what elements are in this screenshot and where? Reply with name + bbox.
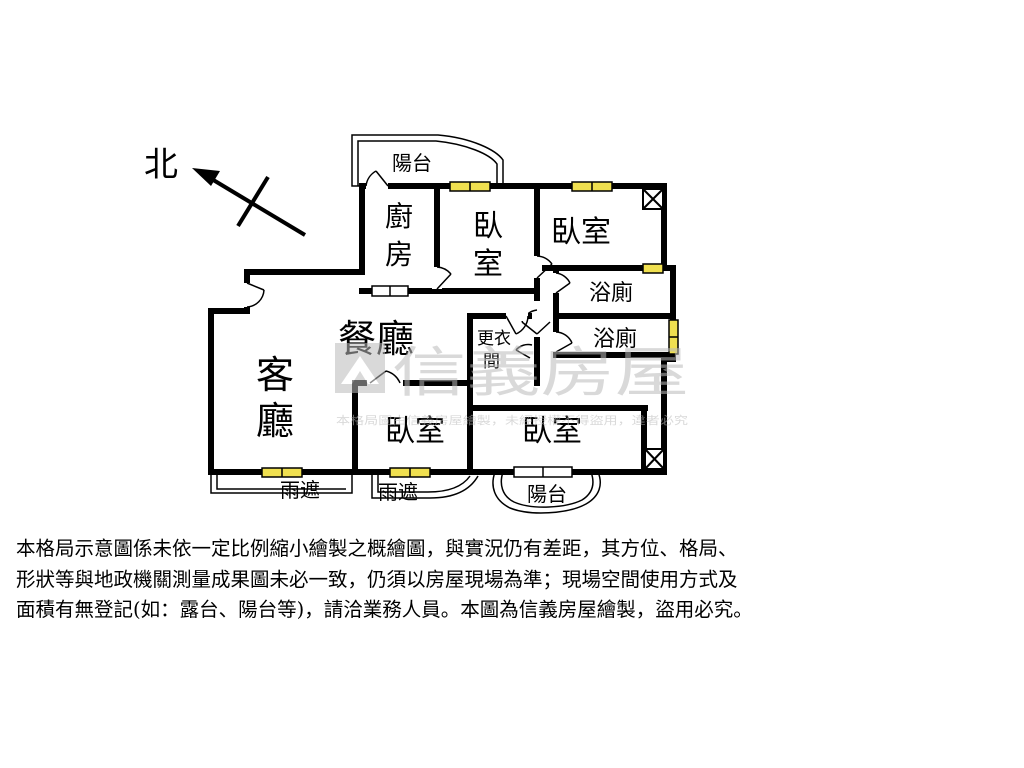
watermark-subtext: 本格局圖由信義房屋繪製，未經授權不得盜用，違者必究 (336, 413, 688, 427)
windows (261, 181, 679, 478)
outer-wall (208, 183, 676, 475)
bedroom-top-b-label: 臥室 (551, 215, 611, 250)
kitchen-label-1: 廚 (385, 200, 413, 233)
living-label-1: 客 (256, 353, 294, 397)
top-balcony-outline (351, 134, 504, 187)
doors (242, 170, 573, 478)
living-label-2: 廳 (256, 399, 294, 443)
door-kitchen-balcony (365, 170, 389, 191)
bedroom-top-a-label-1: 臥 (473, 209, 503, 244)
balcony-top-label: 陽台 (392, 151, 432, 175)
compass-crossbar (236, 175, 270, 228)
bedroom-top-a-label-2: 室 (473, 247, 503, 282)
north-arrowhead-icon (192, 168, 220, 186)
right-canopy-outline (371, 475, 479, 499)
door-balcony-bottom (513, 466, 573, 478)
disclaimer-text: 本格局示意圖係未依一定比例縮小繪製之概繪圖，與實況仍有差距，其方位、格局、 形狀… (16, 537, 753, 621)
door-entry (242, 282, 265, 308)
watermark-logo-icon (335, 343, 385, 393)
kitchen-label-2: 房 (385, 238, 413, 271)
bath-lower-label: 浴廁 (593, 327, 637, 352)
room-labels: 陽台 廚 房 臥 室 臥室 浴廁 浴廁 更衣 間 餐廳 客 廳 臥室 臥室 雨遮… (256, 151, 637, 506)
balcony-outlines (210, 134, 601, 514)
bedroom-bottom-small-label: 臥室 (385, 414, 445, 449)
door-bath-lower (551, 331, 573, 353)
closet-label-2: 間 (483, 352, 500, 372)
left-canopy-outline (210, 475, 353, 494)
canopy-right-label: 雨遮 (378, 480, 418, 504)
door-bedroom-a (432, 266, 452, 290)
floor-plan: 北 (144, 134, 689, 514)
door-closet-inner (505, 311, 533, 359)
window-bath-upper (642, 263, 664, 274)
north-label: 北 (144, 145, 178, 185)
duct-icons (642, 188, 665, 470)
watermark-brand: 信義房屋 (392, 341, 689, 404)
compass: 北 (144, 145, 307, 237)
closet-label-1: 更衣 (477, 329, 511, 349)
door-bedroom-b (532, 255, 553, 279)
bath-upper-label: 浴廁 (589, 281, 633, 306)
balcony-bottom-label: 陽台 (527, 482, 567, 506)
door-bath-upper (551, 272, 571, 294)
watermark: 信義房屋 本格局圖由信義房屋繪製，未經授權不得盜用，違者必究 (335, 341, 689, 427)
north-arrow-icon (203, 173, 307, 237)
bottom-balcony-outline (492, 471, 601, 514)
door-kitchen-slider (371, 285, 409, 297)
canopy-left-label: 雨遮 (280, 478, 320, 502)
bedroom-bottom-large-label: 臥室 (522, 414, 582, 449)
